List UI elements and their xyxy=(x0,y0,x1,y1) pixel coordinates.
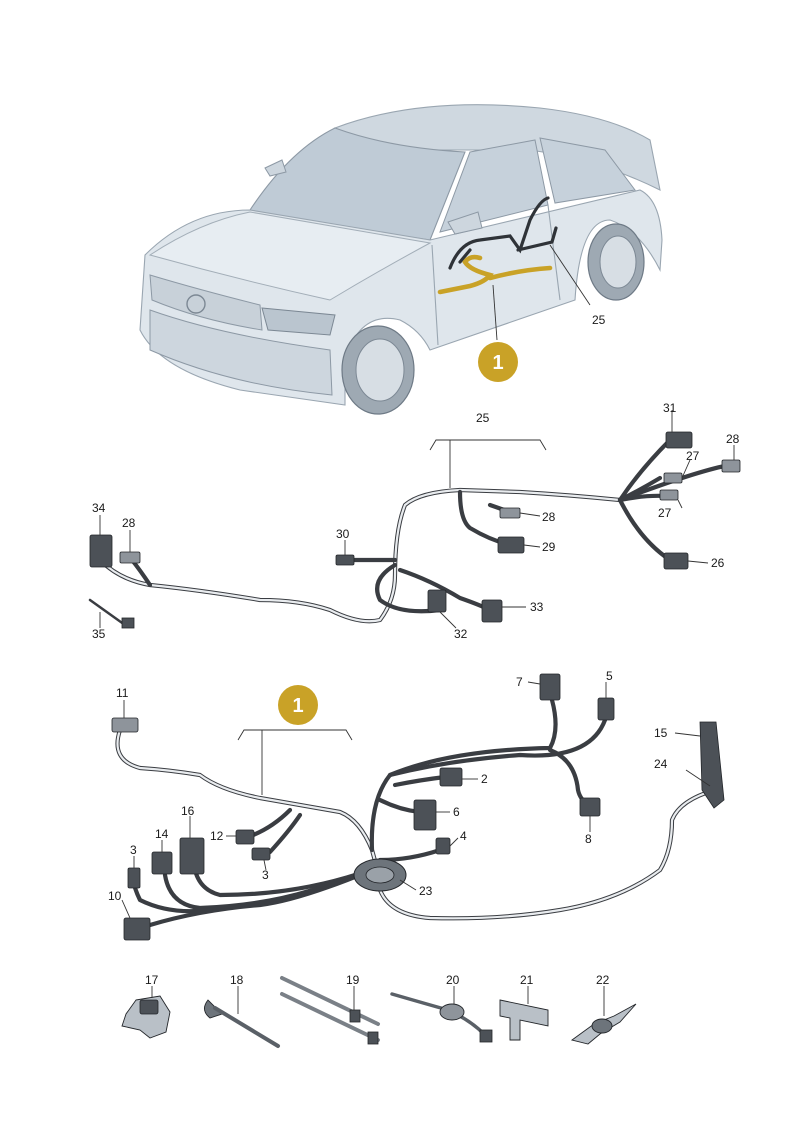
label-2: 2 xyxy=(481,772,488,786)
callout-1-car-number: 1 xyxy=(492,352,503,374)
label-32: 32 xyxy=(454,627,468,641)
label-6: 6 xyxy=(453,805,460,819)
label-28-left: 28 xyxy=(122,516,136,530)
label-19: 19 xyxy=(346,973,360,987)
label-25-car: 25 xyxy=(592,313,606,327)
label-16: 16 xyxy=(181,804,195,818)
label-8: 8 xyxy=(585,832,592,846)
label-7: 7 xyxy=(516,675,523,689)
label-4: 4 xyxy=(460,829,467,843)
label-3-left: 3 xyxy=(130,843,137,857)
label-20: 20 xyxy=(446,973,460,987)
label-14: 14 xyxy=(155,827,169,841)
callout-1-harness-number: 1 xyxy=(292,695,303,717)
label-23: 23 xyxy=(419,884,433,898)
small-parts xyxy=(121,976,637,1048)
label-27-lower: 27 xyxy=(658,506,672,520)
label-34: 34 xyxy=(92,501,106,515)
label-25-harness: 25 xyxy=(476,411,490,425)
label-31: 31 xyxy=(663,401,677,415)
label-29: 29 xyxy=(542,540,556,554)
harness-25 xyxy=(88,410,741,629)
label-5: 5 xyxy=(606,669,613,683)
label-33: 33 xyxy=(530,600,544,614)
harness-1 xyxy=(111,673,725,941)
label-28-right: 28 xyxy=(726,432,740,446)
label-18: 18 xyxy=(230,973,244,987)
label-35: 35 xyxy=(92,627,106,641)
label-17: 17 xyxy=(145,973,159,987)
callout-1-harness xyxy=(278,685,318,725)
label-28-mid: 28 xyxy=(542,510,556,524)
label-26: 26 xyxy=(711,556,725,570)
label-11: 11 xyxy=(116,686,129,700)
label-22: 22 xyxy=(596,973,610,987)
label-3-mid: 3 xyxy=(262,868,269,882)
label-15: 15 xyxy=(654,726,668,740)
label-30: 30 xyxy=(336,527,350,541)
car-illustration xyxy=(139,104,663,415)
label-24: 24 xyxy=(654,757,668,771)
label-27-upper: 27 xyxy=(686,449,700,463)
callout-1-car xyxy=(478,342,518,382)
label-10: 10 xyxy=(108,889,122,903)
label-21: 21 xyxy=(520,973,534,987)
label-12: 12 xyxy=(210,829,224,843)
